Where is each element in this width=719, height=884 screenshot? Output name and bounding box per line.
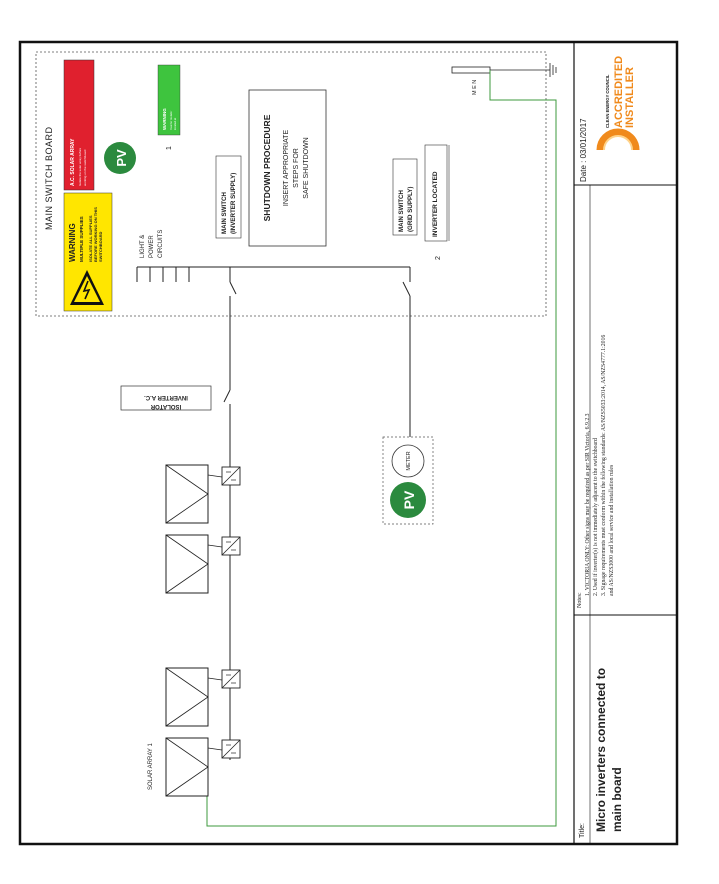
warning-line-3: SWITCHBOARD bbox=[98, 231, 103, 262]
notes-label: Notes: bbox=[577, 592, 583, 608]
note-3: 3. Signage requirements must conform wit… bbox=[600, 335, 607, 596]
solar-panel bbox=[165, 464, 209, 524]
board-title: MAIN SWITCH BOARD bbox=[44, 126, 54, 230]
earth-wire bbox=[206, 70, 557, 827]
accredited-installer-logo: CLEAN ENERGY COUNCIL ACCREDITED INSTALLE… bbox=[596, 56, 640, 151]
title-line-2: main board bbox=[610, 767, 624, 832]
title-label: Title: bbox=[579, 823, 586, 838]
red-sign-title: A.C. SOLAR ARRAY bbox=[70, 138, 76, 186]
green-sign-line-1: Inverter isolator bbox=[169, 111, 173, 130]
shutdown-line-2: STEPS FOR bbox=[293, 148, 300, 188]
pv-badge-board: PV bbox=[104, 142, 136, 174]
pv-meter: METER PV bbox=[382, 436, 434, 525]
shutdown-line-1: INSERT APPROPRIATE bbox=[283, 130, 290, 207]
inverter-ac-isolator: INVERTER A.C. ISOLATOR bbox=[120, 385, 231, 760]
warning-sign: WARNING MULTIPLE SUPPLIES ISOLATE ALL SU… bbox=[63, 192, 113, 312]
warning-line-2: BEFORE WORKING ON THIS bbox=[93, 207, 98, 262]
green-sign-title: WARNING bbox=[162, 108, 167, 130]
pv-label-board: PV bbox=[114, 149, 129, 167]
warning-title: WARNING bbox=[68, 223, 77, 262]
light-power-line-2: POWER bbox=[149, 235, 155, 258]
isolator-line-2: ISOLATOR bbox=[150, 403, 181, 409]
light-power-line-1: LIGHT & bbox=[140, 235, 146, 258]
main-switch-grid-label: MAIN SWITCH (GRID SUPPLY) bbox=[392, 158, 418, 236]
solar-panel bbox=[165, 737, 209, 797]
warning-sub: MULTIPLE SUPPLIES bbox=[79, 216, 84, 262]
note-4: and AS/NZS3000 and local service and ins… bbox=[609, 464, 615, 596]
inverter-located-text: INVERTER LOCATED bbox=[432, 171, 439, 237]
isolator-line-1: INVERTER A.C. bbox=[144, 394, 188, 400]
solar-panels bbox=[165, 464, 241, 797]
msi-line-1: MAIN SWITCH bbox=[221, 192, 228, 234]
green-sign-line-2: located at bbox=[173, 118, 177, 130]
light-power-label: LIGHT & POWER CIRCUITS bbox=[140, 230, 164, 258]
shutdown-line-3: SAFE SHUTDOWN bbox=[303, 137, 310, 198]
num-1: 1 bbox=[166, 146, 173, 150]
solar-panel bbox=[165, 667, 209, 727]
inverter-located-label: INVERTER LOCATED bbox=[424, 144, 450, 242]
title-line-1: Micro inverters connected to bbox=[594, 668, 608, 832]
solar-panel-unit bbox=[165, 464, 241, 524]
solar-panel-unit bbox=[165, 667, 241, 727]
light-power-line-3: CIRCUITS bbox=[158, 230, 164, 258]
pv-label-meter: PV bbox=[401, 490, 417, 509]
main-switch-board-box bbox=[35, 51, 547, 317]
note-1: 1. VICTORIA ONLY: Other signs may be req… bbox=[585, 413, 591, 596]
logo-small-text: CLEAN ENERGY COUNCIL bbox=[605, 74, 610, 128]
solar-array-red-sign: A.C. SOLAR ARRAY Isolate the solar array… bbox=[63, 59, 95, 191]
men-label: M E N bbox=[472, 80, 478, 95]
green-sign: WARNING Inverter isolator located at bbox=[157, 64, 181, 136]
red-sign-line-2: working on the switchboard bbox=[83, 149, 87, 186]
solar-panel-unit bbox=[165, 534, 241, 594]
note-2: 2. Used if inverter(s) is not immediatel… bbox=[592, 438, 599, 596]
solar-panel bbox=[165, 534, 209, 594]
num-2: 2 bbox=[435, 256, 442, 260]
busbar bbox=[136, 266, 411, 440]
shutdown-procedure-box: SHUTDOWN PROCEDURE INSERT APPROPRIATE ST… bbox=[248, 89, 327, 247]
msg-line-2: (GRID SUPPLY) bbox=[407, 187, 414, 233]
solar-array-label: SOLAR ARRAY 1 bbox=[148, 743, 154, 790]
shutdown-title: SHUTDOWN PROCEDURE bbox=[262, 114, 272, 221]
men-earth bbox=[451, 63, 557, 77]
solar-panel-unit bbox=[165, 737, 241, 797]
meter-label: METER bbox=[406, 451, 412, 470]
msg-line-1: MAIN SWITCH bbox=[398, 190, 405, 232]
outer-frame bbox=[18, 40, 679, 846]
red-sign-line-1: Isolate the solar array before bbox=[78, 147, 82, 186]
main-switch-inverter-label: MAIN SWITCH (INVERTER SUPPLY) bbox=[215, 155, 242, 239]
logo-installer: INSTALLER bbox=[624, 67, 636, 128]
warning-line-1: ISOLATE ALL SUPPLIES bbox=[88, 215, 93, 262]
logo-accredited: ACCREDITED bbox=[613, 56, 625, 128]
date-text: Date : 03/01/2017 bbox=[579, 118, 588, 182]
msi-line-2: (INVERTER SUPPLY) bbox=[230, 173, 237, 234]
